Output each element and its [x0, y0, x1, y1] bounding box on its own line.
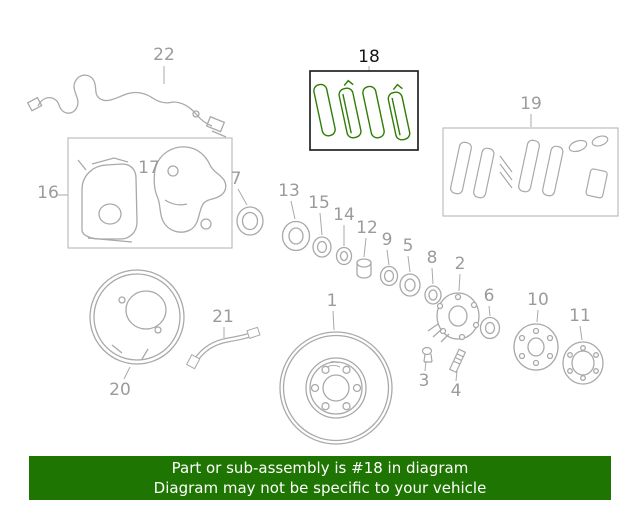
- part-label-19: 19: [520, 94, 542, 114]
- part-label-6: 6: [483, 286, 495, 306]
- vehicle-note-banner: Part or sub-assembly is #18 in diagram D…: [29, 456, 611, 500]
- brake-hose: [185, 326, 261, 370]
- part-label-21: 21: [212, 307, 234, 327]
- part-label-3: 3: [418, 371, 430, 391]
- hub-gaskets: [513, 323, 604, 385]
- part-label-2: 2: [454, 254, 466, 274]
- brake-rotor: [279, 331, 393, 445]
- wheel-hub: [427, 292, 480, 343]
- part-label-5: 5: [402, 236, 414, 256]
- part-label-20: 20: [109, 380, 131, 400]
- part-label-11: 11: [569, 306, 591, 326]
- stud-part-4: [448, 348, 467, 374]
- brake-caliper: [77, 157, 138, 243]
- leader-lines: [57, 66, 583, 382]
- part-label-12: 12: [356, 218, 378, 238]
- highlighted-brake-pads: [313, 79, 411, 141]
- screw-part-3: [421, 346, 433, 363]
- part-label-4: 4: [450, 381, 462, 401]
- part-label-15: 15: [308, 193, 330, 213]
- axle-bearing-parts: [236, 206, 501, 340]
- banner-line-1: Part or sub-assembly is #18 in diagram: [171, 459, 469, 477]
- part-label-18: 18: [358, 47, 380, 67]
- part-label-7: 7: [230, 169, 242, 189]
- caliper-bracket-box: [67, 137, 233, 249]
- part-label-1: 1: [326, 291, 338, 311]
- part-label-22: 22: [153, 45, 175, 65]
- part-label-16: 16: [37, 183, 59, 203]
- part-label-14: 14: [333, 205, 355, 225]
- part-label-13: 13: [278, 181, 300, 201]
- part-label-9: 9: [381, 230, 393, 250]
- abs-sensor-wire: [26, 74, 227, 138]
- banner-line-2: Diagram may not be specific to your vehi…: [153, 479, 487, 497]
- caliper-bracket: [153, 146, 227, 233]
- pad-kit-contents: [450, 135, 609, 199]
- brake-backing-plate: [89, 269, 185, 365]
- exploded-parts-drawing: [26, 66, 619, 445]
- part-label-10: 10: [527, 290, 549, 310]
- part-label-17: 17: [138, 158, 160, 178]
- part-label-8: 8: [426, 248, 438, 268]
